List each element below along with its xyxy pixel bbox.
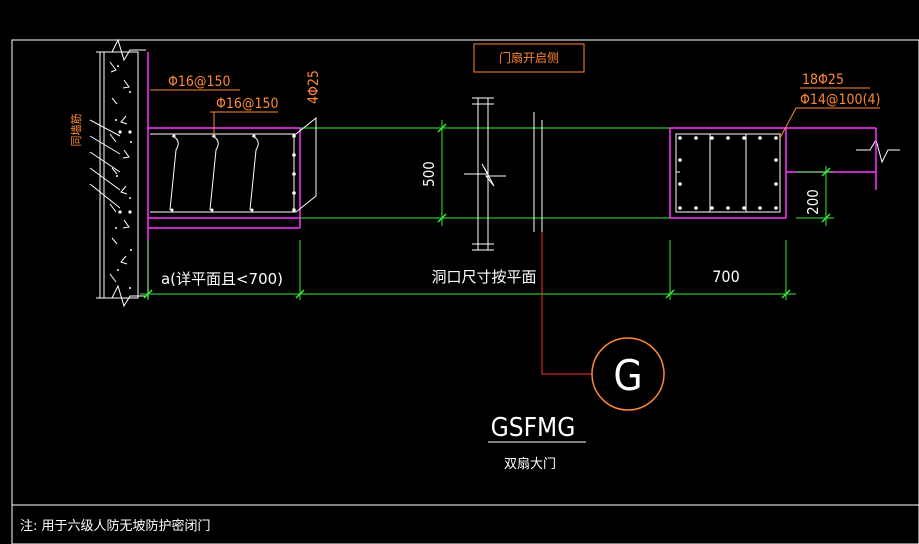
opening-outline	[300, 127, 670, 219]
callout-circle	[591, 337, 665, 411]
door-leaf	[464, 97, 543, 251]
label-vertical-bar: 4Φ25	[306, 70, 322, 104]
left-rebar-dots	[170, 134, 296, 212]
right-break-mark	[856, 138, 900, 164]
right-column-bars	[678, 136, 778, 210]
label-long-bars: 18Φ25	[802, 72, 844, 88]
dim-width-a: a(详平面且<700)	[161, 270, 283, 288]
label-door-swing: 门扇开启侧	[499, 50, 559, 65]
callout-code: GSFMG	[491, 413, 576, 443]
dim-200: 200	[804, 189, 822, 215]
leader-right-down	[779, 107, 797, 139]
dim-opening: 洞口尺寸按平面	[431, 268, 536, 286]
door-swing-box	[473, 43, 585, 73]
left-wall	[89, 38, 149, 308]
drawing-note: 注: 用于六级人防无坡防护密闭门	[20, 518, 211, 534]
label-top-bar: Φ16@150	[168, 74, 231, 90]
drawing-frame	[11, 39, 919, 544]
callout-letter: G	[613, 351, 642, 400]
left-rebar-cage	[150, 116, 317, 213]
dimension-ticks	[143, 123, 831, 299]
label-stirrup-right: Φ14@100(4)	[800, 92, 880, 108]
dim-500: 500	[420, 161, 438, 187]
right-column	[675, 133, 781, 213]
dim-700: 700	[712, 267, 739, 286]
callout-leader	[541, 232, 592, 375]
label-stirrup: Φ16@150	[216, 96, 279, 112]
label-wall-note: 同墙筋	[69, 114, 83, 147]
beam-outline	[148, 127, 876, 229]
callout-name: 双扇大门	[504, 456, 556, 472]
dimension-lines	[140, 120, 834, 300]
